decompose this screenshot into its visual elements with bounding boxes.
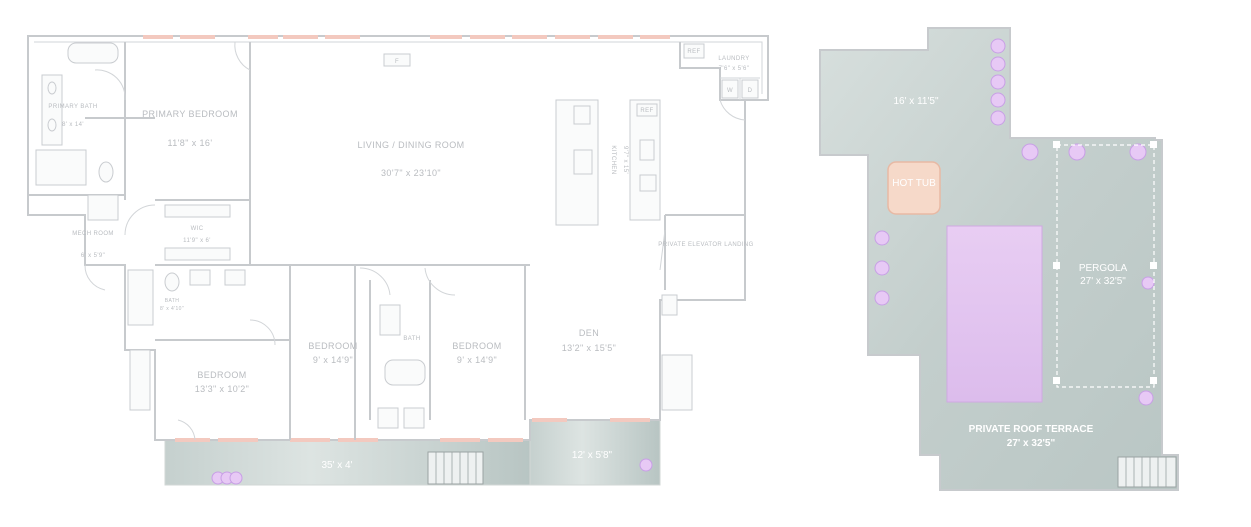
interior-walls bbox=[28, 42, 768, 440]
label-bedroom3-size: 9' x 14'9" bbox=[457, 355, 497, 365]
label-mech-size: 6' x 5'9" bbox=[81, 253, 105, 259]
label-living-size: 30'7" x 23'10" bbox=[381, 168, 441, 178]
sink-2 bbox=[189, 269, 211, 286]
label-mech-name: MECH ROOM bbox=[72, 231, 114, 237]
windows-top bbox=[143, 35, 670, 39]
label-bath3-name: BATH bbox=[403, 336, 420, 342]
vanity-bath3 bbox=[379, 304, 401, 336]
label-elevator-name: PRIVATE ELEVATOR LANDING bbox=[658, 242, 753, 248]
label-ref-laundry: REF bbox=[687, 49, 700, 55]
label-ref-kitchen: REF bbox=[640, 108, 653, 114]
label-kitchen-name: KITCHEN bbox=[610, 145, 616, 174]
label-washer: W bbox=[727, 88, 733, 94]
label-pergola-name: PERGOLA bbox=[1079, 263, 1128, 274]
label-wic-size: 11'9" x 6' bbox=[183, 238, 211, 244]
main-floor: PRIMARY BATH 8' x 14' PRIMARY BEDROOM 11… bbox=[27, 35, 769, 486]
label-dryer: D bbox=[748, 88, 753, 94]
label-den-name: DEN bbox=[579, 328, 599, 338]
shower-primary bbox=[35, 149, 87, 186]
balcony-stairs bbox=[427, 451, 484, 485]
label-bedroom1-name: BEDROOM bbox=[197, 370, 246, 380]
room-labels: PRIMARY BATH 8' x 14' PRIMARY BEDROOM 11… bbox=[48, 49, 753, 471]
roof-terrace: HOT TUB 16' x 11'5" PERGOLA 27' x 32'5" … bbox=[819, 27, 1179, 491]
label-bath2-name: BATH bbox=[165, 298, 180, 304]
label-kitchen-size: 9'7" x 15' bbox=[622, 146, 628, 174]
label-primary-bedroom-name: PRIMARY BEDROOM bbox=[142, 109, 238, 119]
fixtures bbox=[35, 42, 759, 429]
label-laundry-name: LAUNDRY bbox=[718, 56, 749, 62]
bathtub-2 bbox=[127, 269, 154, 326]
fireplace bbox=[383, 53, 411, 67]
label-terrace-name: PRIVATE ROOF TERRACE bbox=[969, 424, 1094, 435]
label-terrace-size: 27' x 32'5" bbox=[1007, 438, 1056, 449]
label-laundry-size: 7'6" x 5'6" bbox=[719, 66, 750, 72]
label-primary-bath-size: 8' x 14' bbox=[62, 122, 84, 128]
roof-stairs bbox=[1117, 456, 1177, 488]
label-bedroom3-name: BEDROOM bbox=[452, 341, 501, 351]
label-wic-name: WIC bbox=[191, 226, 204, 232]
label-den-size: 13'2" x 15'5" bbox=[562, 343, 617, 353]
label-primary-bedroom-size: 11'8" x 16' bbox=[168, 138, 213, 148]
closet-shelf bbox=[164, 204, 231, 218]
label-bedroom2-name: BEDROOM bbox=[308, 341, 357, 351]
toilet-primary bbox=[98, 161, 114, 183]
label-bedroom1-size: 13'3" x 10'2" bbox=[195, 384, 250, 394]
label-bath2-size: 8' x 4'10" bbox=[160, 306, 184, 312]
tub-bath3 bbox=[384, 359, 426, 386]
bathtub-primary bbox=[67, 42, 119, 64]
label-bedroom2-size: 9' x 14'9" bbox=[313, 355, 353, 365]
vanity-primary bbox=[41, 74, 63, 146]
roof-plants bbox=[874, 38, 1155, 406]
hot-tub bbox=[887, 161, 941, 215]
label-balcony-short: 12' x 5'8" bbox=[572, 450, 613, 461]
windows-bottom bbox=[175, 418, 650, 442]
label-living-name: LIVING / DINING ROOM bbox=[357, 140, 464, 150]
balcony-short bbox=[529, 419, 661, 486]
label-primary-bath-name: PRIMARY BATH bbox=[48, 104, 97, 110]
label-pergola-size: 27' x 32'5" bbox=[1080, 276, 1126, 287]
label-upper-area: 16' x 11'5" bbox=[894, 96, 939, 107]
toilet-2 bbox=[164, 272, 180, 292]
label-fireplace: F bbox=[395, 59, 399, 65]
pool bbox=[946, 225, 1043, 403]
label-hot-tub: HOT TUB bbox=[892, 178, 936, 189]
doors bbox=[84, 41, 746, 441]
label-balcony-long: 35' x 4' bbox=[321, 460, 352, 471]
balcony-plants bbox=[211, 458, 653, 485]
mech-unit bbox=[87, 194, 119, 221]
closet-shelf-2 bbox=[164, 247, 231, 261]
